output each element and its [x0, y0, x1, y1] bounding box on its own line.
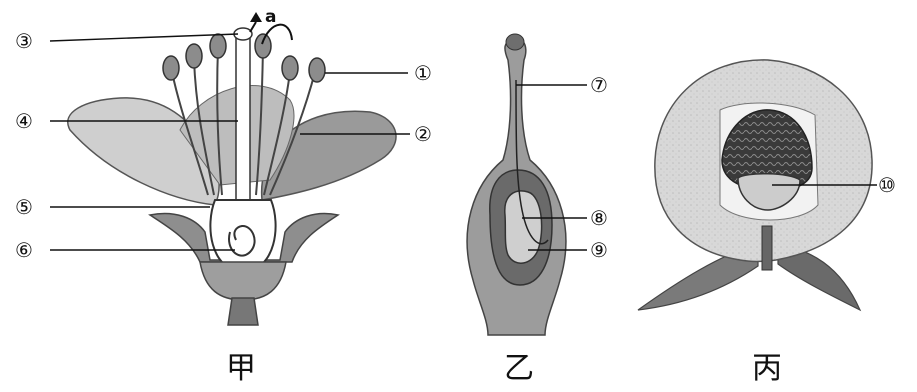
- label-5: ⑤: [15, 195, 33, 219]
- arrow-head: [250, 12, 262, 22]
- ovary: [210, 200, 275, 272]
- pistil-stigma: [506, 34, 524, 50]
- caption-bing: 丙: [752, 351, 782, 386]
- figure-yi-pistil: ⑦ ⑧ ⑨ 乙: [467, 34, 608, 386]
- receptacle: [200, 262, 286, 300]
- label-8: ⑧: [590, 206, 608, 230]
- label-3: ③: [15, 29, 33, 53]
- label-4: ④: [15, 109, 33, 133]
- label-10: ⑩: [878, 173, 896, 197]
- label-6: ⑥: [15, 238, 33, 262]
- label-9: ⑨: [590, 238, 608, 262]
- figure-bing-fruit: ⑩ 丙: [638, 60, 896, 386]
- ovule-body: [505, 191, 542, 263]
- figure-jia-flower: a ③ ① ④ ② ⑤ ⑥ 甲: [15, 7, 432, 386]
- label-1: ①: [414, 61, 432, 85]
- fruit-stalk: [762, 226, 772, 270]
- caption-yi: 乙: [504, 351, 534, 386]
- label-7: ⑦: [590, 73, 608, 97]
- style: [236, 38, 250, 200]
- arrow-label-a: a: [265, 7, 276, 27]
- label-2: ②: [414, 122, 432, 146]
- stem: [228, 298, 258, 325]
- caption-jia: 甲: [226, 351, 256, 386]
